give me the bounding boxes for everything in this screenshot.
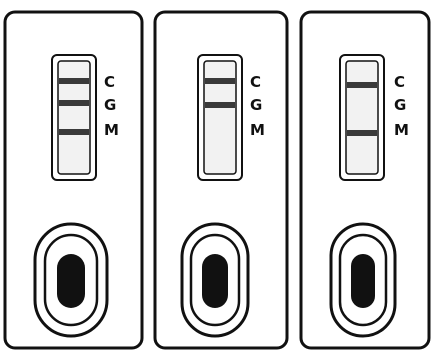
m-line-band <box>59 129 89 135</box>
sample-well <box>331 224 395 336</box>
label-g: G <box>250 96 262 114</box>
g-line-band <box>205 102 235 108</box>
control-line-band <box>347 82 377 88</box>
control-line-band <box>205 78 235 84</box>
test-cassette-1: C G M <box>5 12 142 348</box>
result-window <box>52 55 96 180</box>
control-line-band <box>59 78 89 84</box>
sample-well <box>35 224 107 336</box>
test-cassette-3: C G M <box>301 12 429 348</box>
g-line-band <box>59 100 89 106</box>
result-window <box>340 55 384 180</box>
m-line-band <box>347 130 377 136</box>
result-window <box>198 55 242 180</box>
sample-well <box>182 224 248 336</box>
test-cassette-2: C G M <box>155 12 287 348</box>
label-c: C <box>394 73 405 91</box>
label-m: M <box>394 121 409 139</box>
label-m: M <box>104 121 119 139</box>
label-g: G <box>104 96 116 114</box>
label-m: M <box>250 121 265 139</box>
label-c: C <box>250 73 261 91</box>
label-c: C <box>104 73 115 91</box>
label-g: G <box>394 96 406 114</box>
